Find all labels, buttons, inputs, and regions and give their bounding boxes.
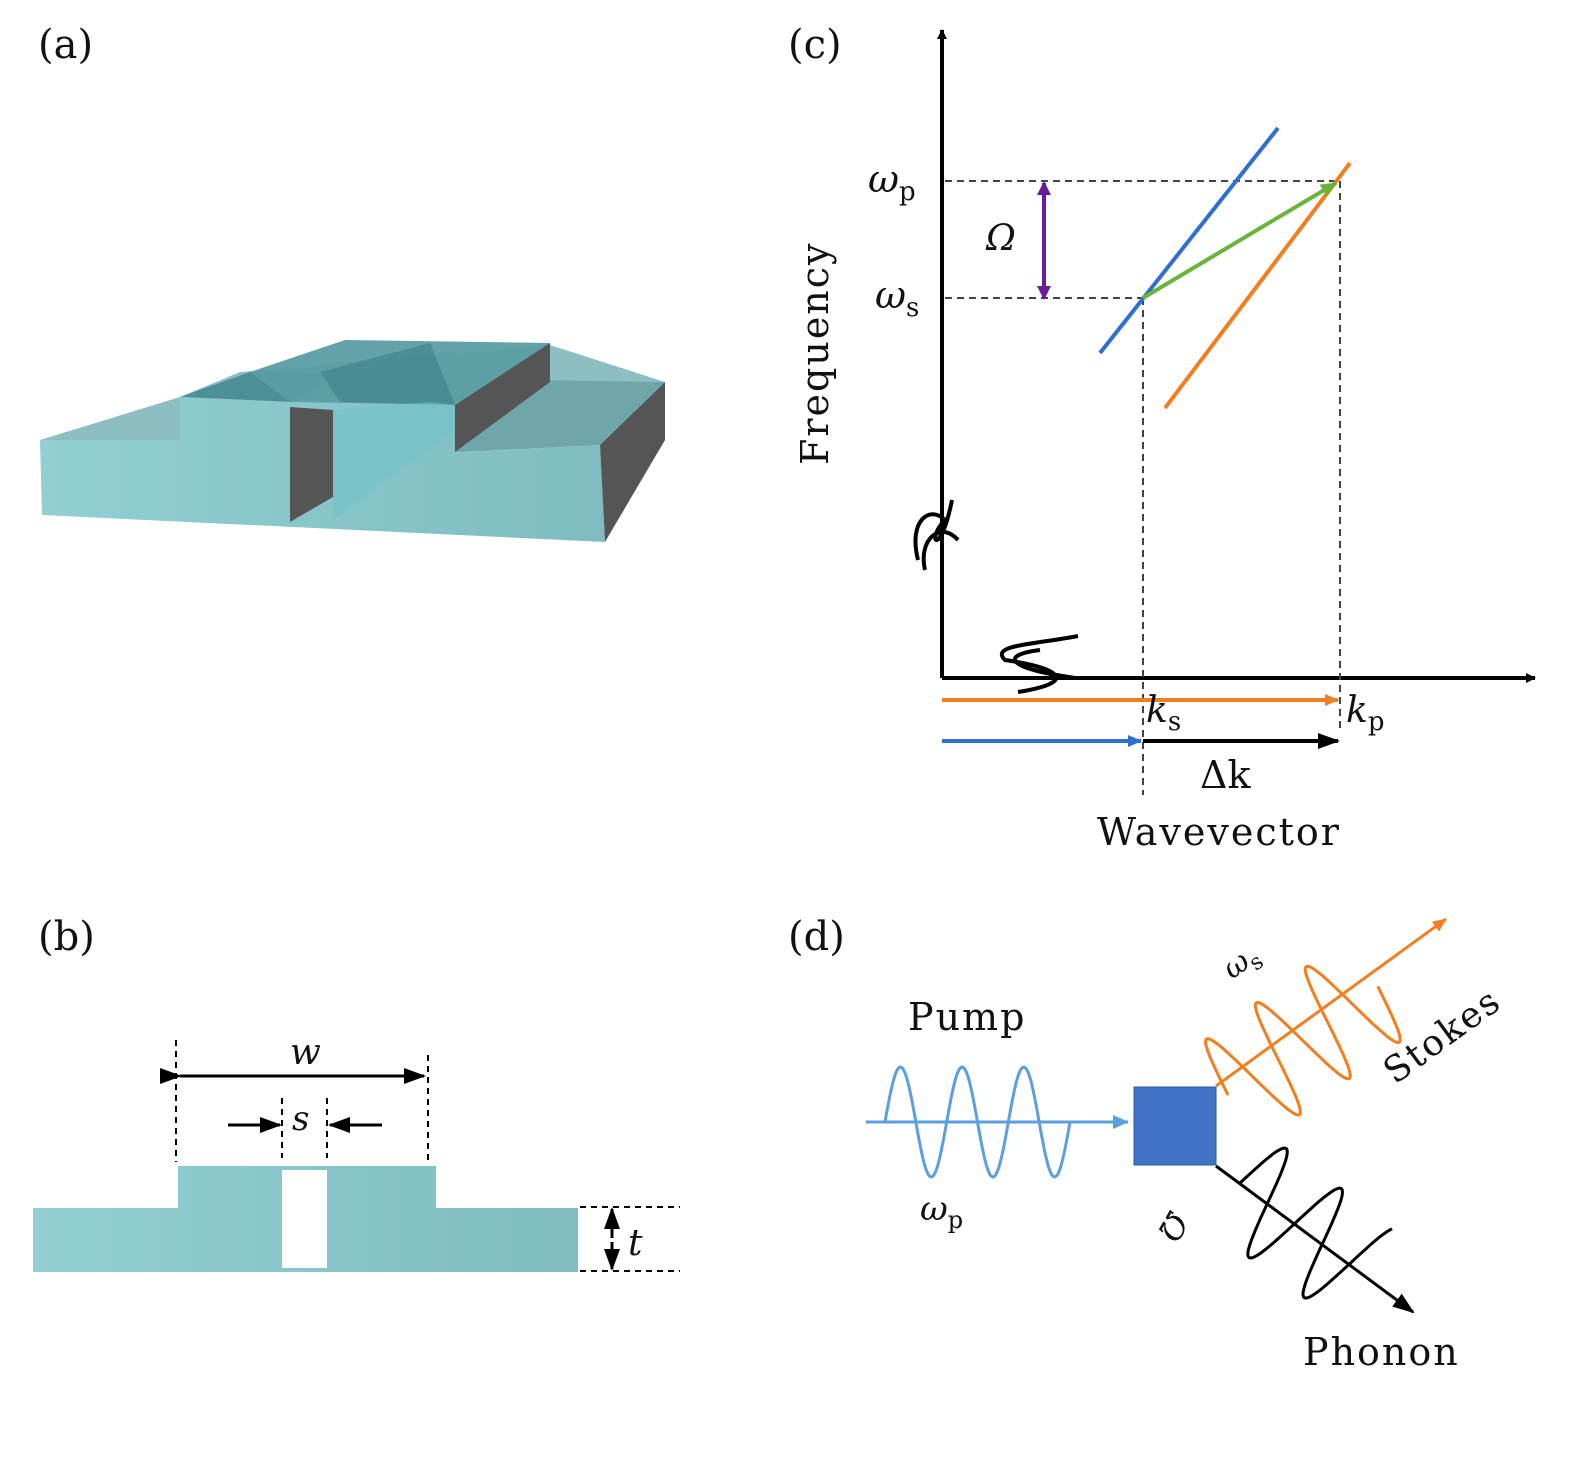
phonon-label: Phonon xyxy=(1303,1330,1460,1374)
y-axis-label: Frequency xyxy=(793,241,837,465)
panel-c: (c) Frequency Wavevector Ω ωp ωs ks xyxy=(788,22,1536,854)
pump-dispersion-line xyxy=(1163,161,1352,410)
slot-wall xyxy=(290,407,333,522)
panel-a: (a) xyxy=(38,22,665,542)
panel-b: (b) w s t xyxy=(33,914,680,1272)
pump-wave xyxy=(883,1065,1072,1179)
dimension-guides xyxy=(175,1040,680,1272)
slot-label: s xyxy=(292,1099,309,1139)
x-axis-break-icon xyxy=(999,634,1079,694)
panel-d-label: (d) xyxy=(788,914,845,960)
thickness-label: t xyxy=(628,1223,643,1264)
stokes-frequency-label: ωs xyxy=(1216,937,1268,990)
base-side-wall xyxy=(600,382,665,542)
x-axis-label: Wavevector xyxy=(1097,810,1341,854)
y-axis-break-icon xyxy=(913,499,960,571)
width-label: w xyxy=(290,1032,321,1073)
waveguide-cross-section xyxy=(33,1166,578,1272)
slot-channel xyxy=(333,402,455,520)
phonon-frequency-label: Ω xyxy=(1150,1205,1197,1248)
panel-a-label: (a) xyxy=(38,22,93,68)
guide-lines xyxy=(945,180,1341,795)
pump-label: Pump xyxy=(908,995,1026,1039)
stokes-wave xyxy=(1204,964,1402,1117)
omega-p-label: ωp xyxy=(868,157,916,207)
slot-gap xyxy=(282,1170,327,1268)
interaction-region-box xyxy=(1133,1086,1217,1166)
right-base-top xyxy=(455,380,665,452)
stokes-beam-arrow xyxy=(1215,917,1447,1088)
phonon-beam-arrow xyxy=(1215,1164,1415,1314)
k-s-label: ks xyxy=(1146,690,1181,737)
panel-c-label: (c) xyxy=(788,22,842,68)
delta-k-label: Δk xyxy=(1200,753,1251,797)
k-p-label: kp xyxy=(1346,690,1384,737)
slot-shadow xyxy=(320,343,455,405)
panel-d: (d) Pump ωp Stokes ωs Ω Phonon xyxy=(788,914,1509,1374)
pump-frequency-label: ωp xyxy=(920,1189,963,1234)
omega-s-label: ωs xyxy=(875,273,919,323)
phonon-vector-arrow xyxy=(1141,181,1338,300)
ridge-side-wall xyxy=(455,343,550,452)
panel-b-label: (b) xyxy=(38,914,95,960)
waveguide-3d xyxy=(40,340,665,542)
stokes-dispersion-line xyxy=(1098,126,1280,355)
big-omega-label: Ω xyxy=(985,218,1016,259)
stokes-label: Stokes xyxy=(1376,980,1509,1092)
phonon-wave xyxy=(1238,1146,1393,1300)
